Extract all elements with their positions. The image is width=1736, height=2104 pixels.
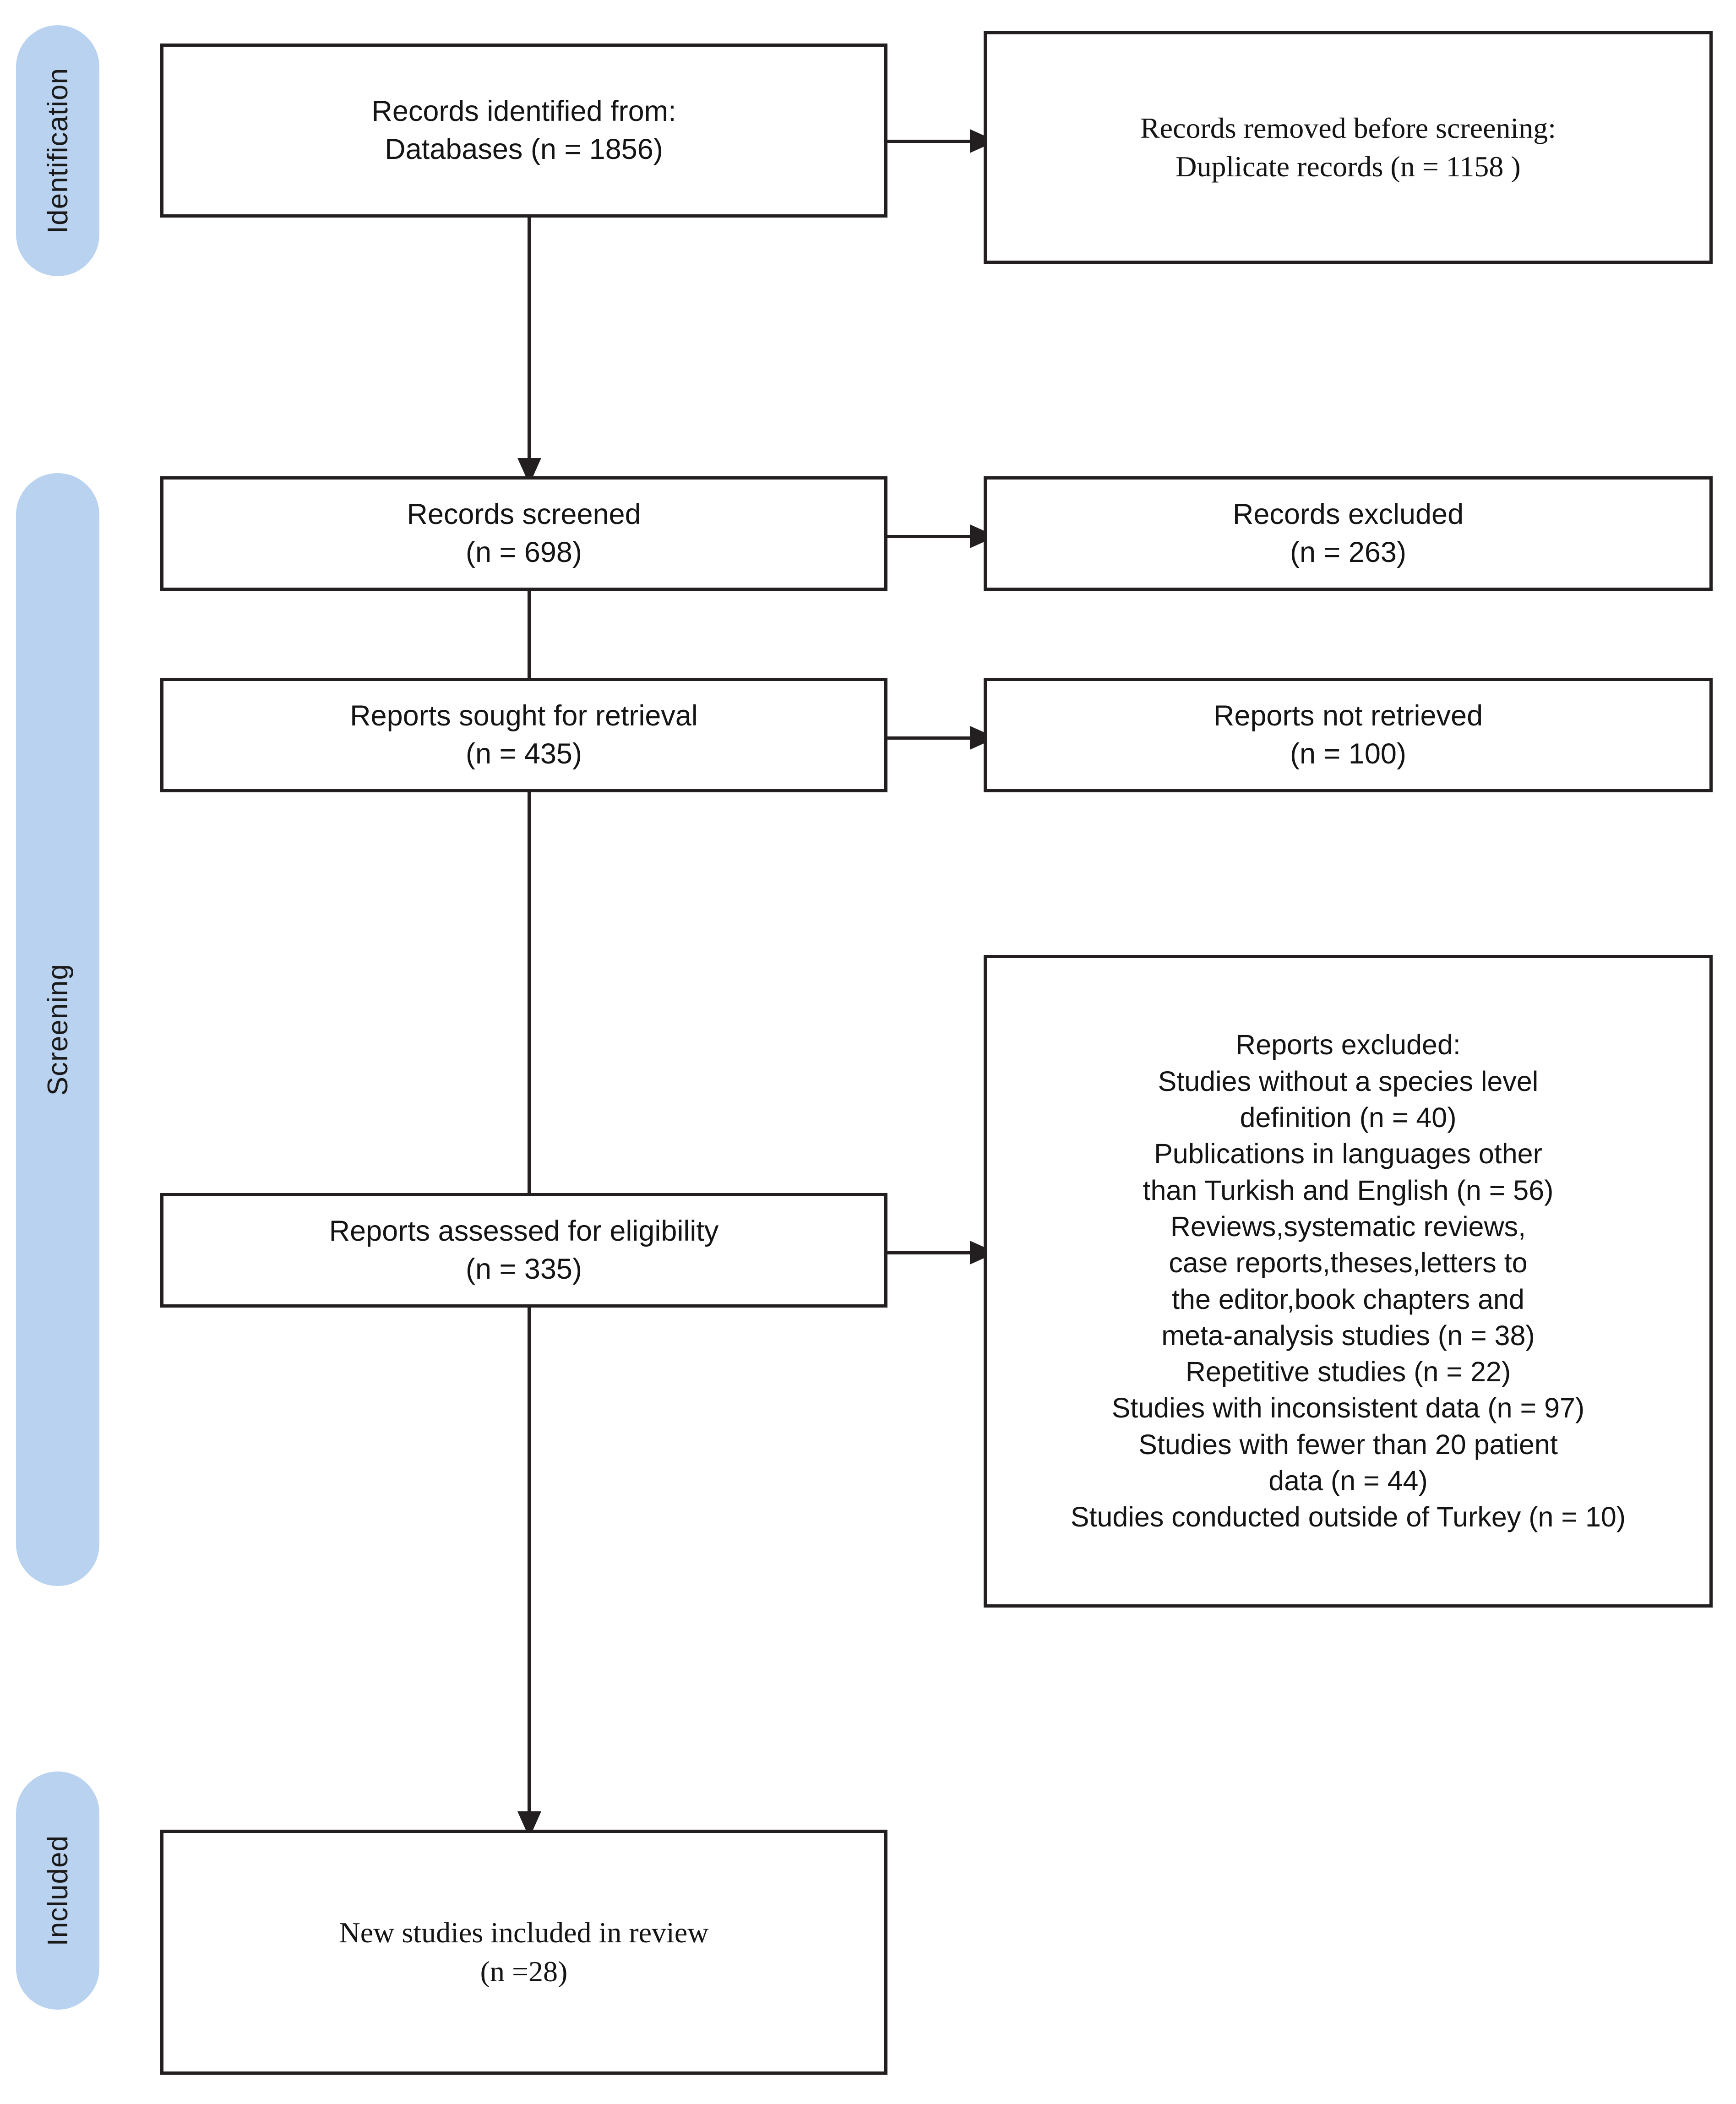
connector-assessed-to-reports-excluded [887,1251,972,1254]
reports-assessed-text: Reports assessed for eligibility (n = 33… [329,1215,719,1285]
records-identified-text: Records identified from: Databases (n = … [371,95,676,165]
connector-screened-to-excluded [887,535,972,538]
connector-assessed-to-included [528,1308,531,1830]
stage-pill-included: Included [16,1772,99,2010]
records-identified-box: Records identified from: Databases (n = … [160,44,887,218]
records-excluded-text: Records excluded (n = 263) [1232,498,1464,568]
reports-sought-text: Reports sought for retrieval (n = 435) [350,699,698,770]
reports-sought-box: Reports sought for retrieval (n = 435) [160,678,887,792]
records-removed-box: Records removed before screening: Duplic… [984,31,1713,264]
connector-sought-to-assessed [528,792,531,1221]
stage-pill-identification: Identification [16,25,99,276]
stage-label-identification: Identification [42,67,74,234]
connector-sought-to-not-retrieved [887,736,972,740]
records-excluded-box: Records excluded (n = 263) [984,476,1713,591]
reports-excluded-text: Reports excluded: Studies without a spec… [1070,1029,1626,1533]
reports-not-retrieved-text: Reports not retrieved (n = 100) [1213,699,1483,770]
new-studies-included-text: New studies included in review (n =28) [339,1916,709,1988]
stage-pill-screening: Screening [16,473,99,1586]
records-screened-text: Records screened (n = 698) [407,498,641,568]
stage-label-screening: Screening [42,963,74,1096]
connector-screened-to-sought [528,591,531,708]
connector-identified-to-removed [887,140,972,143]
stage-label-included: Included [42,1835,74,1946]
records-screened-box: Records screened (n = 698) [160,476,887,591]
new-studies-included-box: New studies included in review (n =28) [160,1830,887,2075]
connector-identified-to-screened [528,218,531,476]
reports-excluded-box: Reports excluded: Studies without a spec… [984,955,1713,1608]
reports-not-retrieved-box: Reports not retrieved (n = 100) [984,678,1713,792]
reports-assessed-box: Reports assessed for eligibility (n = 33… [160,1193,887,1308]
records-removed-text: Records removed before screening: Duplic… [1140,111,1556,183]
